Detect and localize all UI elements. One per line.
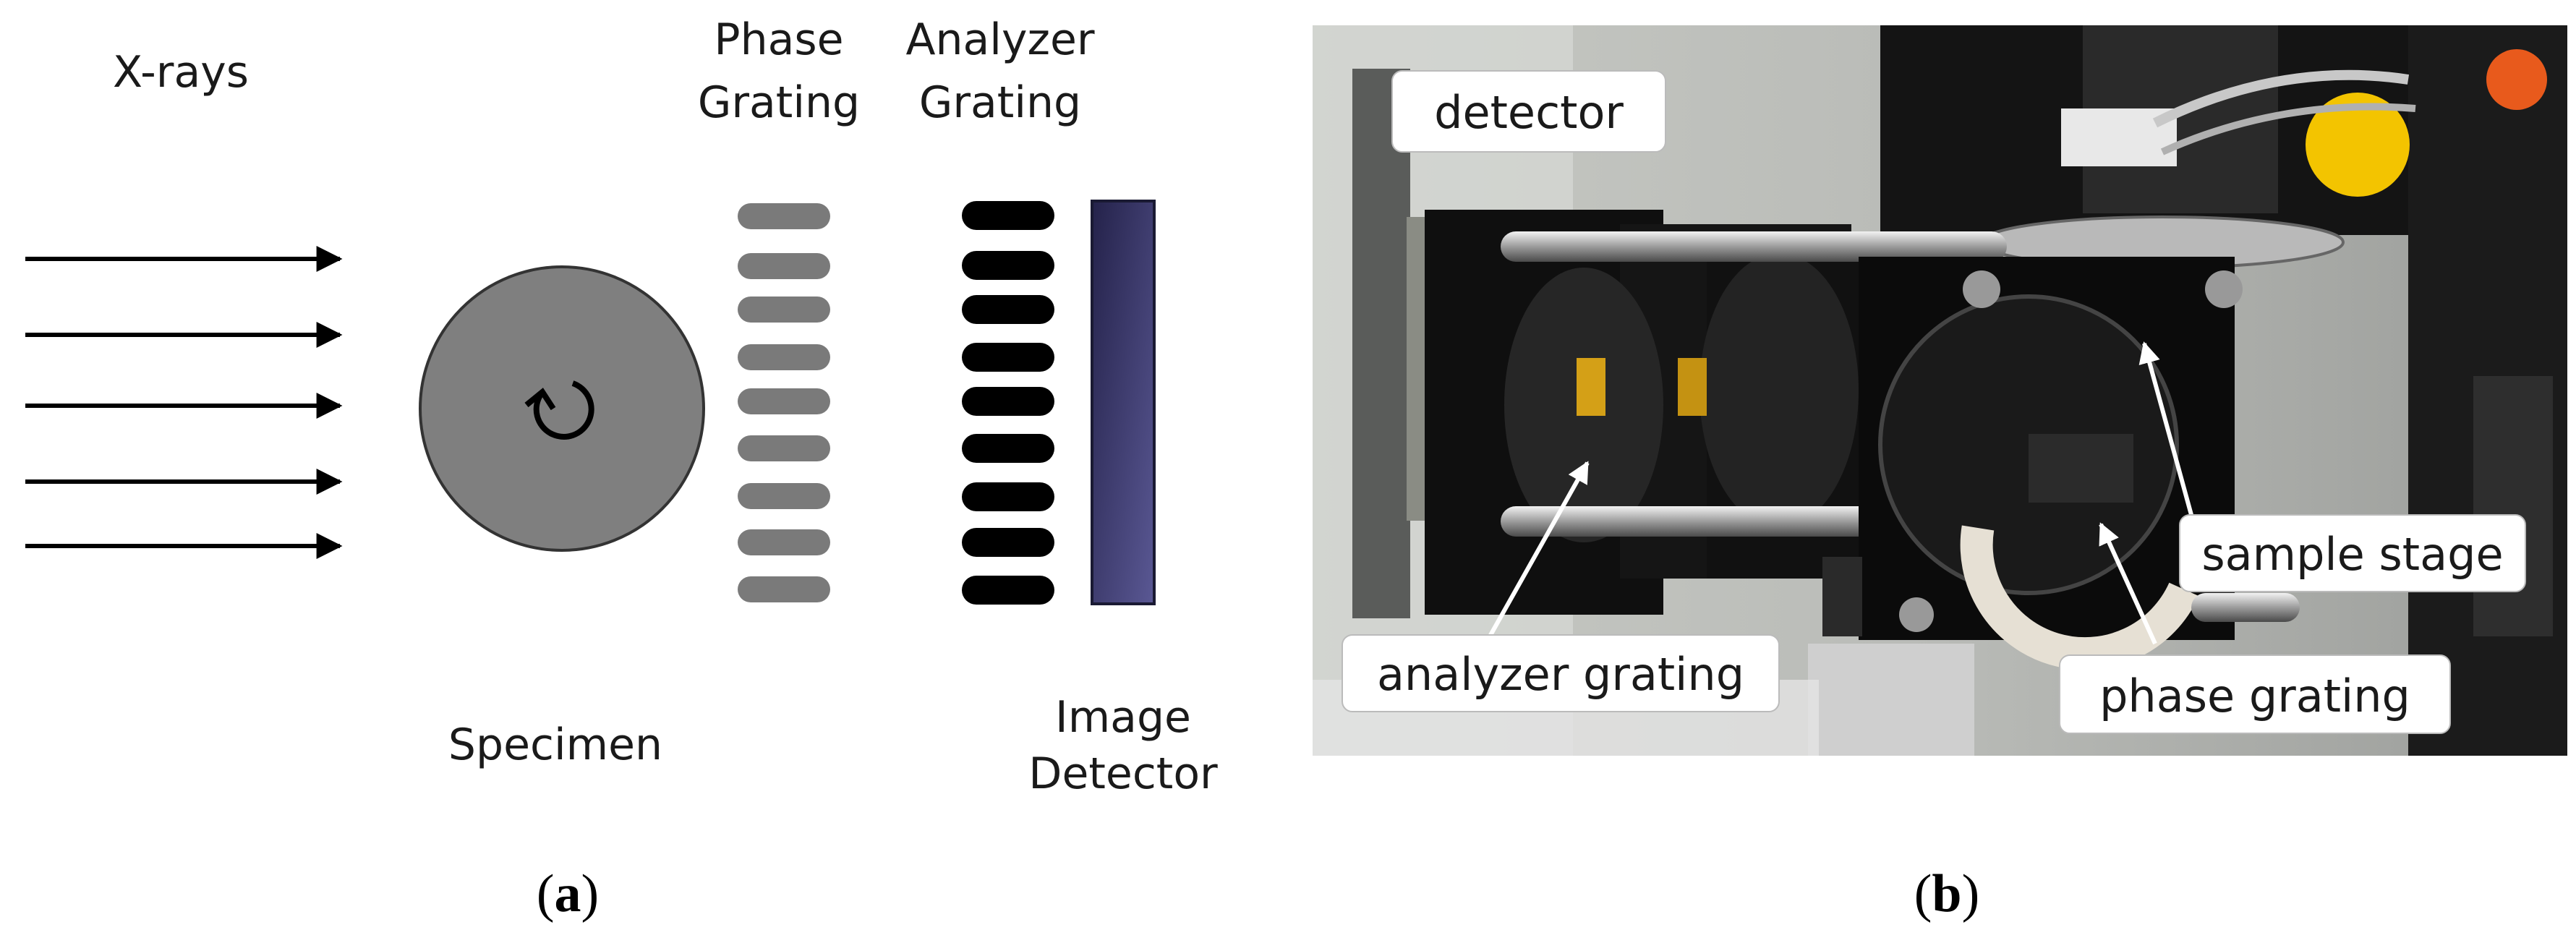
xray-arrows: [25, 246, 343, 559]
svg-text:detector: detector: [1434, 86, 1624, 139]
caption-a: (a): [537, 864, 599, 923]
rotate-ccw-icon: [524, 380, 594, 440]
specimen: [419, 265, 705, 552]
label-phase-grating: phase grating: [2059, 654, 2451, 734]
sample-stage-arrow: [2138, 341, 2197, 529]
phase-grating-arrow: [2099, 522, 2157, 645]
svg-text:analyzer grating: analyzer grating: [1377, 648, 1744, 701]
detector-label-line1: Image: [1055, 692, 1191, 743]
label-sample-stage: sample stage: [2179, 514, 2526, 592]
image-detector: [1091, 200, 1156, 605]
panel-a-schematic: X-rays Specimen Phase Grating: [25, 14, 1218, 923]
analyzer-grating-label-line2: Grating: [919, 77, 1081, 128]
yellow-knob: [2306, 93, 2410, 197]
caption-b-letter: b: [1932, 864, 1961, 923]
base-block: [1808, 644, 1974, 756]
phase-grating-label-line2: Grating: [698, 77, 860, 128]
specimen-label: Specimen: [448, 720, 662, 770]
label-detector: detector: [1391, 70, 1666, 153]
analyzer-grating-arrow: [1488, 461, 1590, 638]
caption-a-letter: a: [555, 864, 581, 923]
label-analyzer-grating: analyzer grating: [1342, 634, 1780, 712]
panel-b-photo: detector sample stage analyzer grating p…: [1313, 25, 2567, 923]
phase-grating-label-line1: Phase: [714, 14, 843, 65]
orange-knob: [2486, 49, 2547, 110]
xrays-label: X-rays: [113, 47, 249, 98]
guide-rod: [1501, 231, 2007, 262]
analyzer-grating: [962, 201, 1054, 605]
phase-grating-holder: [1960, 525, 2199, 670]
caption-b: (b): [1914, 864, 1979, 923]
analyzer-grating-label-line1: Analyzer: [905, 14, 1094, 65]
phase-grating: [738, 203, 830, 602]
svg-text:sample stage: sample stage: [2201, 528, 2503, 581]
detector-label-line2: Detector: [1028, 748, 1218, 799]
svg-text:phase grating: phase grating: [2099, 670, 2410, 722]
